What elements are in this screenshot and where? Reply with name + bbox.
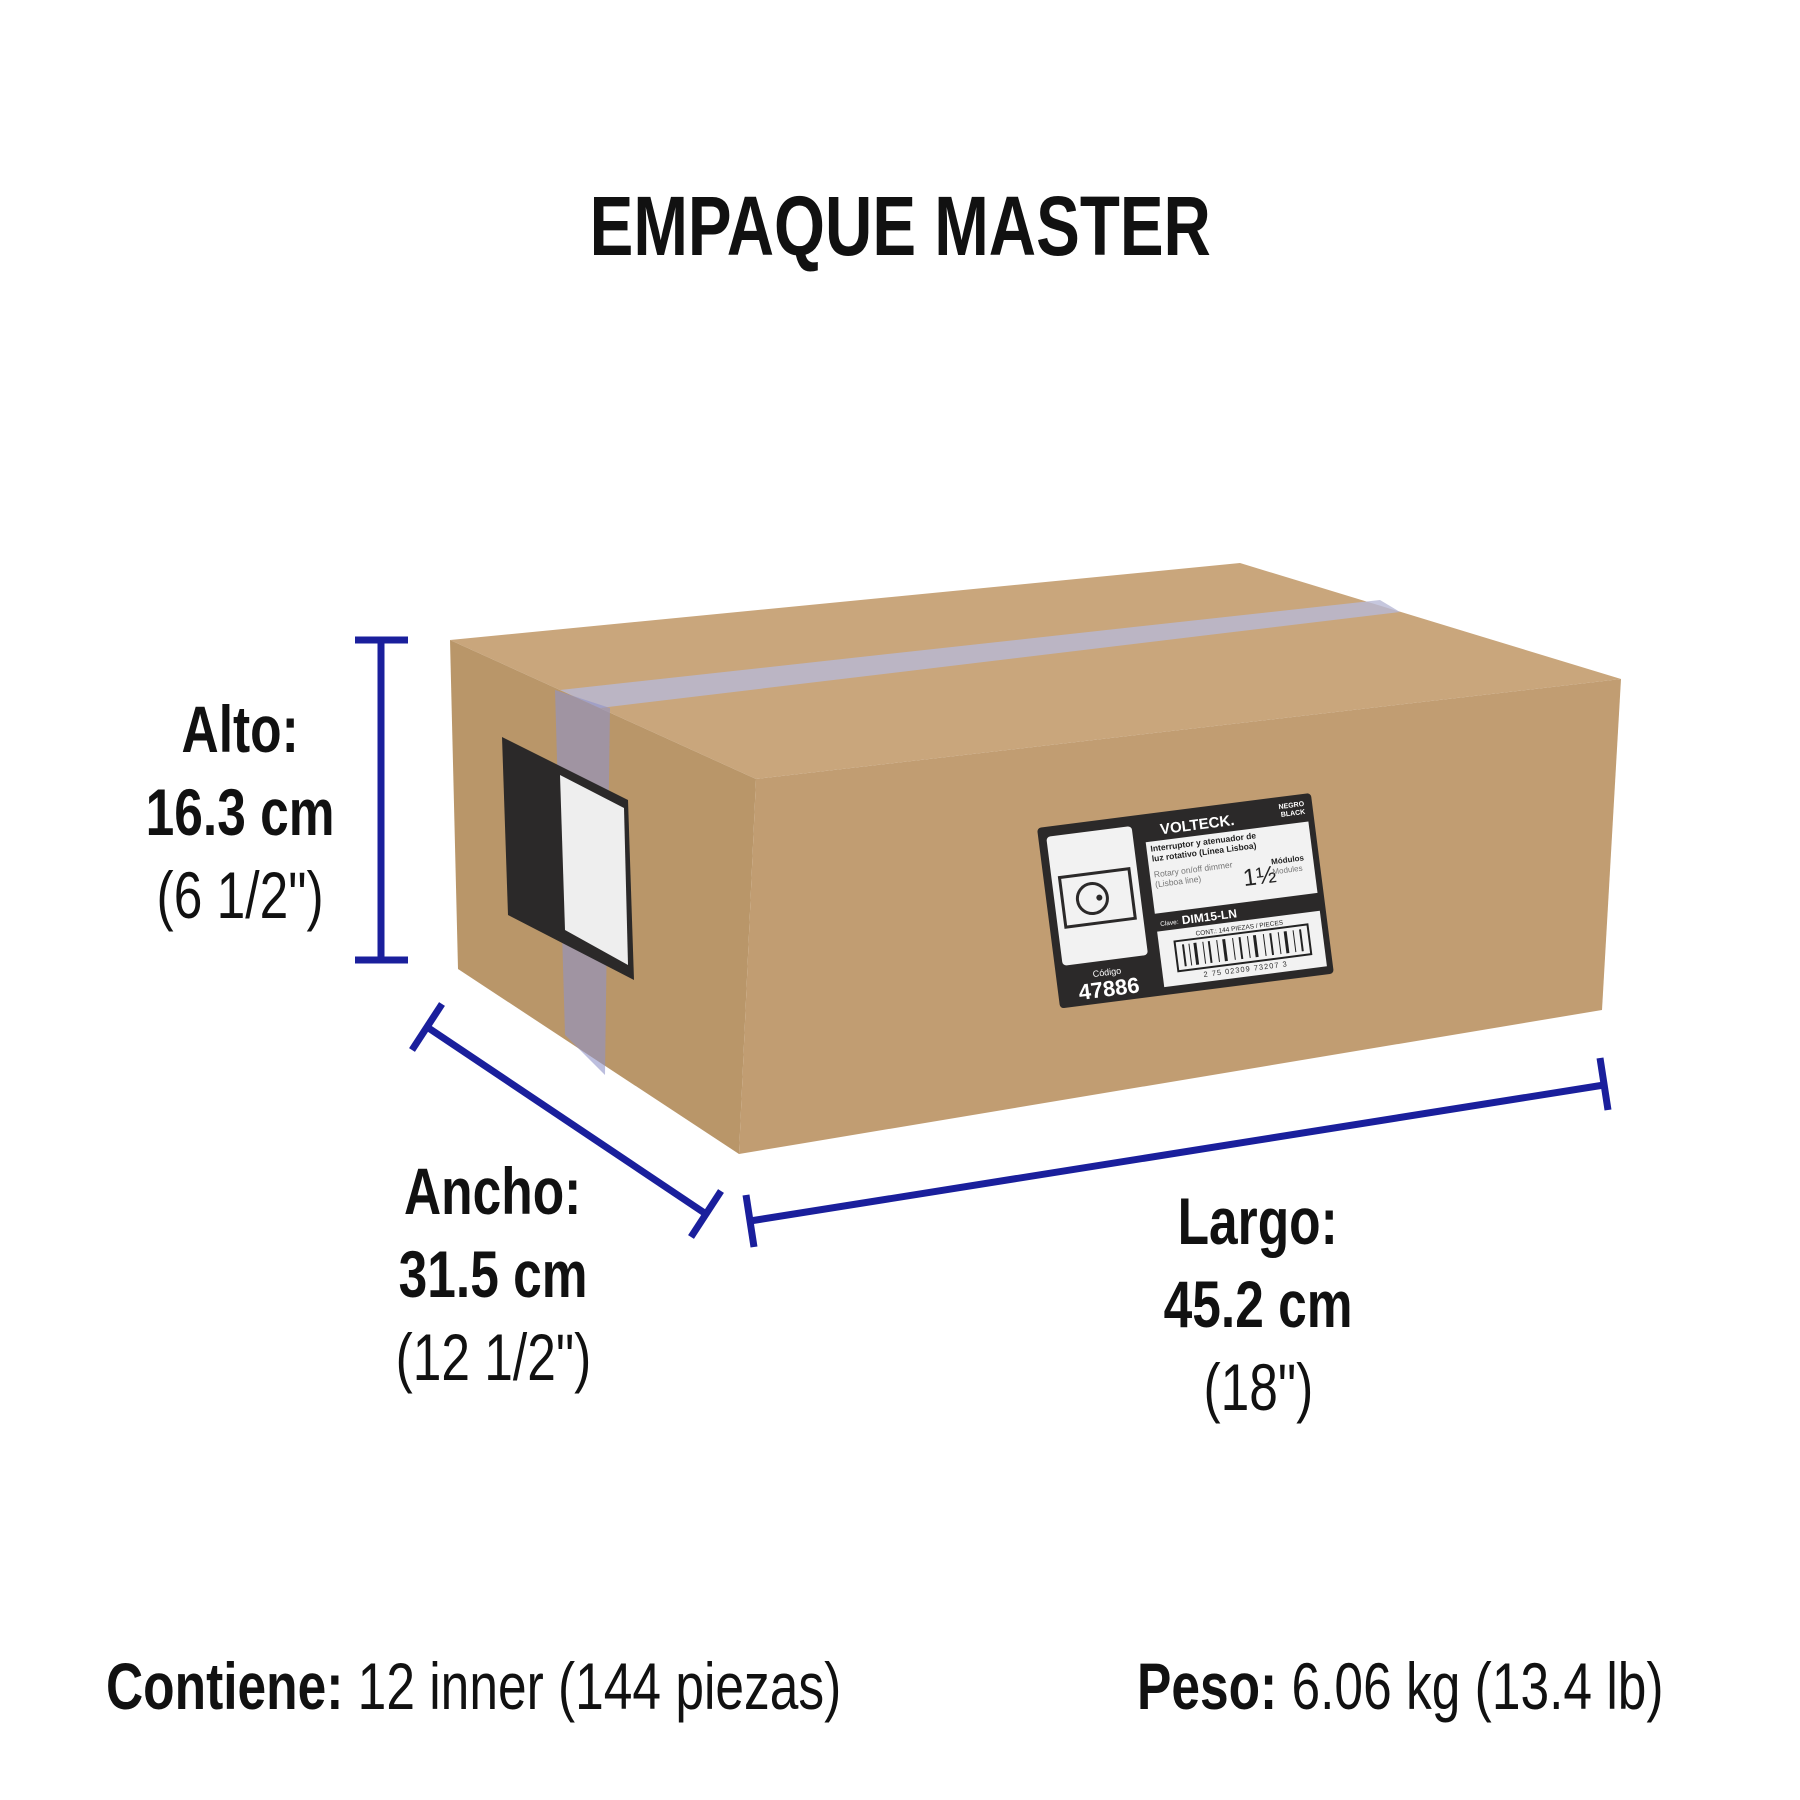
codigo-label: Código [1092,966,1122,980]
barcode-icon [1173,923,1313,973]
ancho-imperial: (12 1/2") [395,1320,591,1394]
tape [560,600,1400,708]
ancho-metric: 31.5 cm [398,1237,588,1311]
color-en: BLACK [1280,809,1305,819]
alto-label: Alto: [181,692,299,766]
peso-value: 6.06 kg (13.4 lb) [1291,1649,1664,1723]
contiene-value: 12 inner (144 piezas) [357,1649,842,1723]
dimension-lines [355,636,1612,1248]
modules-es: Módulos [1271,853,1305,866]
largo-imperial: (18") [1203,1350,1313,1424]
alto-metric: 16.3 cm [145,775,335,849]
weight-info: Peso: 6.06 kg (13.4 lb) [1137,1648,1800,1724]
side-label-panel [560,775,628,965]
dimmer-icon [1057,866,1137,929]
largo-metric: 45.2 cm [1163,1267,1353,1341]
ancho-label: Ancho: [404,1154,582,1228]
ancho-dimension: Ancho: 31.5 cm (12 1/2") [243,1150,743,1399]
largo-line [749,1081,1605,1225]
clave-label: Clave: [1160,919,1179,928]
contents-info: Contiene: 12 inner (144 piezas) [106,1648,1049,1724]
product-label-front: Código 47886 VOLTECK. NEGRO BLACK Interr… [1037,793,1334,1009]
peso-label: Peso: [1137,1649,1278,1723]
modules-value: 1½ [1241,861,1278,892]
alto-dimension: Alto: 16.3 cm (6 1/2") [0,688,490,937]
largo-dimension: Largo: 45.2 cm (18") [1008,1180,1508,1429]
contiene-label: Contiene: [106,1649,344,1723]
ancho-line [425,1024,708,1217]
alto-imperial: (6 1/2") [156,858,324,932]
largo-label: Largo: [1177,1184,1339,1258]
page-title: EMPAQUE MASTER [589,179,1211,273]
modules-en: Modules [1272,864,1303,877]
color-es: NEGRO [1278,801,1305,811]
clave-value: DIM15-LN [1181,906,1238,927]
